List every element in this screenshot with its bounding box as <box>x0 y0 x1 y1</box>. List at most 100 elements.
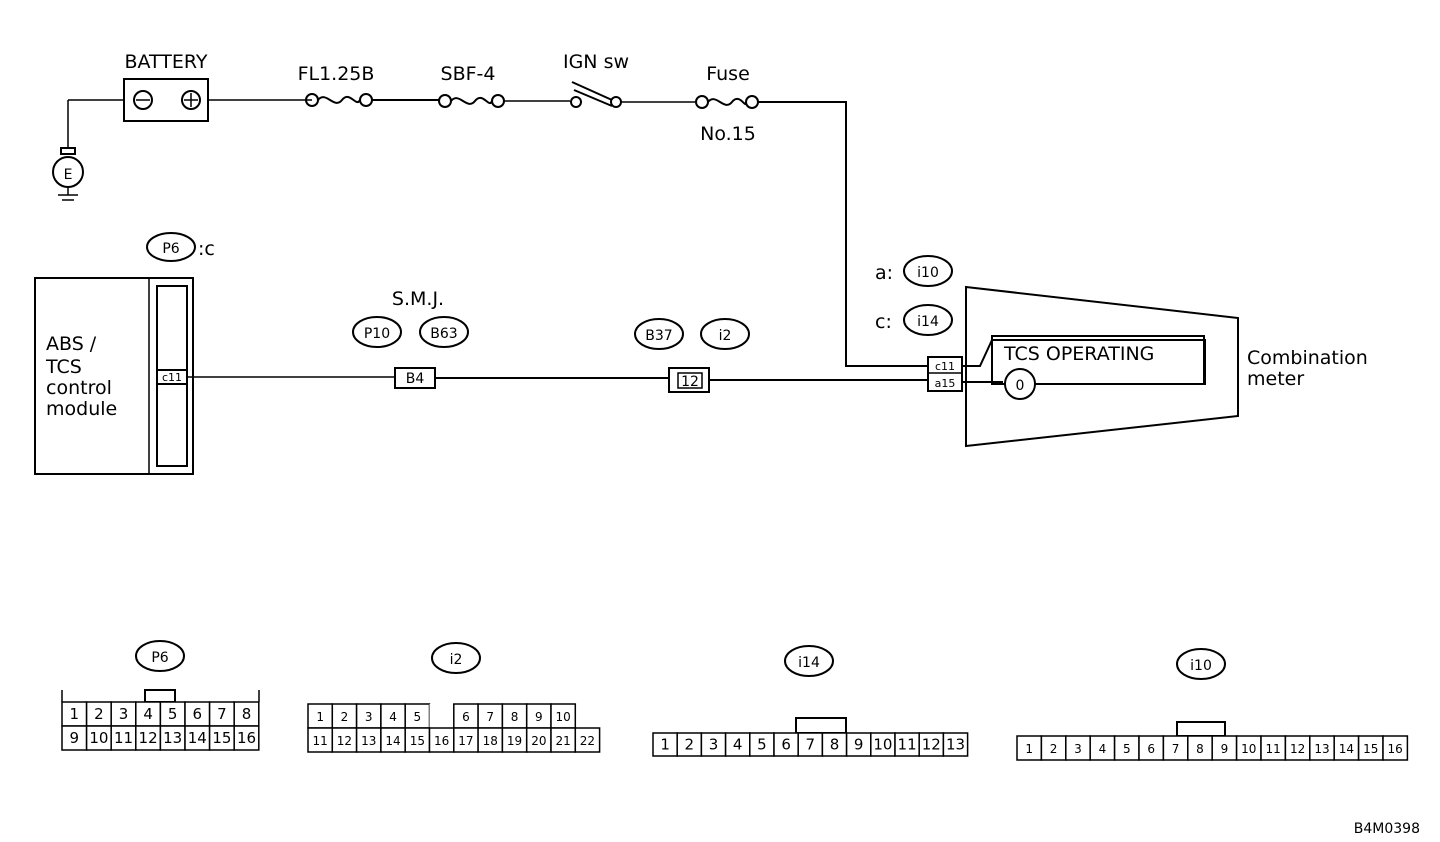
pin-number: 1 <box>70 705 80 723</box>
pin-number: 6 <box>1147 742 1155 756</box>
pin-number: 4 <box>143 705 153 723</box>
pin-cell <box>453 703 479 729</box>
pin-cell <box>110 725 137 751</box>
pin-cell <box>1382 735 1409 761</box>
fuse-no15: Fuse No.15 <box>695 63 759 145</box>
pin-number: 1 <box>660 736 670 754</box>
pin-number: 8 <box>1196 742 1204 756</box>
pin-number: 8 <box>242 705 252 723</box>
pin-b4: B4 <box>406 371 425 387</box>
battery-label: BATTERY <box>124 51 207 73</box>
pin-number: 6 <box>781 736 791 754</box>
pin-cell <box>233 701 260 727</box>
pin-number: 5 <box>757 736 767 754</box>
ground-label: E <box>64 167 73 183</box>
pin-number: 9 <box>854 736 864 754</box>
lamp-number: 0 <box>1016 378 1025 394</box>
pin-number: 6 <box>193 705 203 723</box>
pin-number: 2 <box>341 710 349 724</box>
meter-pin-c11: c11 <box>935 360 955 373</box>
module-label-3: control <box>46 377 112 399</box>
fuse3-label: Fuse <box>706 63 750 85</box>
combination-meter-label-1: Combination <box>1247 347 1368 369</box>
pin-number: 16 <box>434 734 449 748</box>
fusible-link-fl125b: FL1.25B <box>298 63 375 107</box>
pin-number: 9 <box>1221 742 1229 756</box>
pin-number: 3 <box>119 705 129 723</box>
pin-number: 16 <box>237 729 256 747</box>
pin-cell <box>550 727 577 753</box>
pin-number: 5 <box>168 705 178 723</box>
pin-number: 9 <box>535 710 543 724</box>
pin-number: 7 <box>217 705 227 723</box>
pin-cell <box>501 703 528 729</box>
pin-cell <box>1309 735 1335 761</box>
abs-tcs-control-module: P6 :c c11 ABS / TCS control module <box>34 232 215 475</box>
fuse1-label: FL1.25B <box>298 63 375 85</box>
pin-cell <box>1333 735 1360 761</box>
pin-number: 4 <box>1099 742 1107 756</box>
pin-cell <box>429 704 454 728</box>
pin-number: 4 <box>733 736 743 754</box>
pin-number: 5 <box>414 710 422 724</box>
pin-number: 8 <box>511 710 519 724</box>
pin-number: 13 <box>946 736 965 754</box>
i2-tag: i2 <box>719 328 732 344</box>
pin-cell <box>1089 735 1116 761</box>
pin-number: 20 <box>531 734 546 748</box>
pin-number: 17 <box>458 734 473 748</box>
pin-number: 3 <box>1074 742 1082 756</box>
pin-number: 16 <box>1388 742 1403 756</box>
i14-connector-tag: i14 <box>798 655 820 671</box>
pin-number: 7 <box>486 710 494 724</box>
combination-meter-label-2: meter <box>1247 368 1304 390</box>
i2-connector-tag: i2 <box>450 652 463 668</box>
battery-negative-icon <box>133 90 153 110</box>
pin-12: 12 <box>681 374 699 390</box>
pin-cell <box>1138 735 1165 761</box>
pin-number: 10 <box>1241 742 1256 756</box>
ground-symbol: E <box>52 99 124 201</box>
pin-number: 2 <box>685 736 695 754</box>
pin-cell <box>159 725 186 751</box>
pin-number: 2 <box>1050 742 1058 756</box>
tcs-operating-label: TCS OPERATING <box>1003 343 1154 365</box>
combination-meter: a: i10 c: i14 c11 a15 TCS OPERATING 0 Co… <box>875 255 1368 448</box>
pin-number: 12 <box>337 734 352 748</box>
pin-number: 14 <box>385 734 400 748</box>
pin-number: 4 <box>389 710 397 724</box>
pin-number: 12 <box>139 729 158 747</box>
pin-cell <box>477 727 504 753</box>
module-label-1: ABS / <box>46 333 97 355</box>
pin-number: 11 <box>313 734 328 748</box>
pin-cell <box>525 727 552 753</box>
p10-tag: P10 <box>364 326 390 342</box>
pin-number: 1 <box>316 710 324 724</box>
fuse2-label: SBF-4 <box>441 63 496 85</box>
i10-connector-tag: i10 <box>1190 658 1212 674</box>
battery-positive-icon <box>181 90 201 110</box>
pin-cell <box>61 725 88 751</box>
pin-cell <box>355 727 382 753</box>
pin-number: 18 <box>483 734 498 748</box>
pin-number: 13 <box>163 729 182 747</box>
pin-cell <box>110 701 137 727</box>
pin-number: 7 <box>1172 742 1180 756</box>
diagram-code: B4M0398 <box>1354 821 1420 837</box>
pin-number: 13 <box>361 734 376 748</box>
pin-number: 7 <box>806 736 816 754</box>
pin-number: 14 <box>188 729 207 747</box>
pin-number: 11 <box>898 736 917 754</box>
p6-connector-tag: P6 <box>151 650 168 666</box>
smj-label: S.M.J. <box>392 288 444 310</box>
pin-number: 10 <box>873 736 892 754</box>
pin-number: 12 <box>922 736 941 754</box>
pin-number: 14 <box>1339 742 1354 756</box>
